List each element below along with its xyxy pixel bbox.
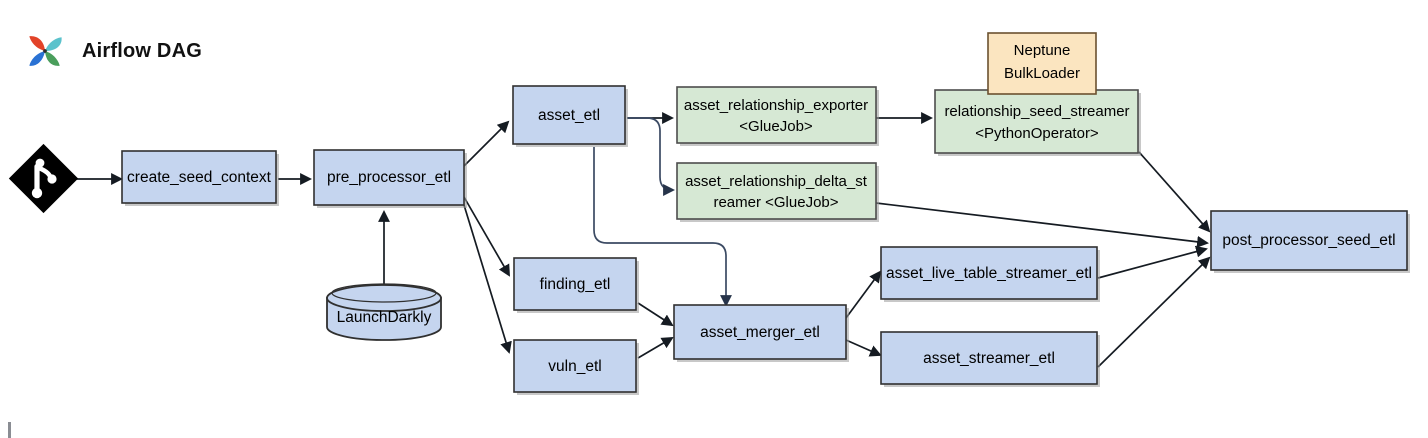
node-label: pre_processor_etl bbox=[327, 169, 451, 186]
edge-layer bbox=[70, 112, 1211, 368]
edge-asset-etl-to-asset-merger-etl bbox=[593, 147, 732, 307]
node-asset-relationship-exporter[interactable]: asset_relationship_exporter <GlueJob> bbox=[676, 86, 879, 146]
node-label-line1: asset_relationship_exporter bbox=[684, 97, 868, 114]
edge-asset-streamer-etl-to-post-processor-seed-etl bbox=[1097, 256, 1211, 368]
node-neptune-bulkloader-note[interactable]: Neptune BulkLoader bbox=[987, 32, 1097, 95]
node-label-line2: BulkLoader bbox=[1004, 65, 1080, 82]
diagram-header: Airflow DAG bbox=[22, 28, 202, 74]
node-create-seed-context[interactable]: create_seed_context bbox=[121, 150, 279, 206]
node-launchdarkly[interactable]: LaunchDarkly bbox=[326, 283, 442, 341]
edge-relationship-seed-streamer-to-post-processor-seed-etl bbox=[1138, 151, 1211, 233]
edge-asset-relationship-delta-streamer-to-post-processor-seed-etl bbox=[875, 202, 1209, 248]
node-asset-relationship-delta-streamer[interactable]: asset_relationship_delta_st reamer <Glue… bbox=[676, 162, 879, 222]
node-asset-live-table-streamer-etl[interactable]: asset_live_table_streamer_etl bbox=[880, 246, 1100, 302]
edge-pre-processor-etl-to-finding-etl bbox=[463, 196, 510, 277]
node-label-line1: asset_relationship_delta_st bbox=[685, 173, 868, 190]
node-label-line1: Neptune bbox=[1014, 42, 1071, 59]
bottom-left-tick-mark bbox=[8, 422, 11, 438]
node-label-line1: relationship_seed_streamer bbox=[944, 103, 1129, 120]
edge-vuln-etl-to-asset-merger-etl bbox=[637, 336, 674, 359]
node-pre-processor-etl[interactable]: pre_processor_etl bbox=[313, 149, 467, 208]
node-asset-merger-etl[interactable]: asset_merger_etl bbox=[673, 304, 849, 362]
airflow-pinwheel-logo bbox=[22, 28, 68, 74]
node-label: LaunchDarkly bbox=[337, 309, 432, 326]
node-label-line2: <PythonOperator> bbox=[975, 125, 1099, 142]
node-label: finding_etl bbox=[540, 276, 611, 293]
node-label: asset_merger_etl bbox=[700, 324, 820, 341]
node-label: create_seed_context bbox=[127, 169, 272, 186]
node-label: asset_etl bbox=[538, 107, 600, 124]
edge-pre-processor-etl-to-vuln-etl bbox=[463, 204, 512, 354]
edge-asset-merger-etl-to-asset-streamer-etl bbox=[845, 339, 882, 357]
edge-finding-etl-to-asset-merger-etl bbox=[637, 302, 674, 327]
node-vuln-etl[interactable]: vuln_etl bbox=[513, 339, 639, 395]
node-label: asset_live_table_streamer_etl bbox=[886, 265, 1092, 282]
git-branch-icon bbox=[31, 158, 57, 199]
page-title: Airflow DAG bbox=[82, 39, 202, 62]
node-label: post_processor_seed_etl bbox=[1222, 232, 1395, 249]
edge-asset-etl-to-asset-relationship-delta-streamer bbox=[627, 117, 675, 196]
edge-pre-processor-etl-to-asset-etl bbox=[463, 120, 510, 167]
node-asset-streamer-etl[interactable]: asset_streamer_etl bbox=[880, 331, 1100, 387]
node-label-line2: <GlueJob> bbox=[739, 118, 813, 135]
node-asset-etl[interactable]: asset_etl bbox=[512, 85, 628, 147]
node-label: vuln_etl bbox=[548, 358, 601, 375]
node-label-line2: reamer <GlueJob> bbox=[713, 194, 838, 211]
node-relationship-seed-streamer[interactable]: relationship_seed_streamer <PythonOperat… bbox=[934, 89, 1141, 156]
edge-asset-live-table-streamer-etl-to-post-processor-seed-etl bbox=[1097, 245, 1208, 279]
node-label: asset_streamer_etl bbox=[923, 350, 1055, 367]
start-node[interactable] bbox=[8, 143, 79, 214]
node-finding-etl[interactable]: finding_etl bbox=[513, 257, 639, 313]
edge-asset-merger-etl-to-asset-live-table-streamer-etl bbox=[845, 270, 882, 319]
node-post-processor-seed-etl[interactable]: post_processor_seed_etl bbox=[1210, 210, 1410, 273]
